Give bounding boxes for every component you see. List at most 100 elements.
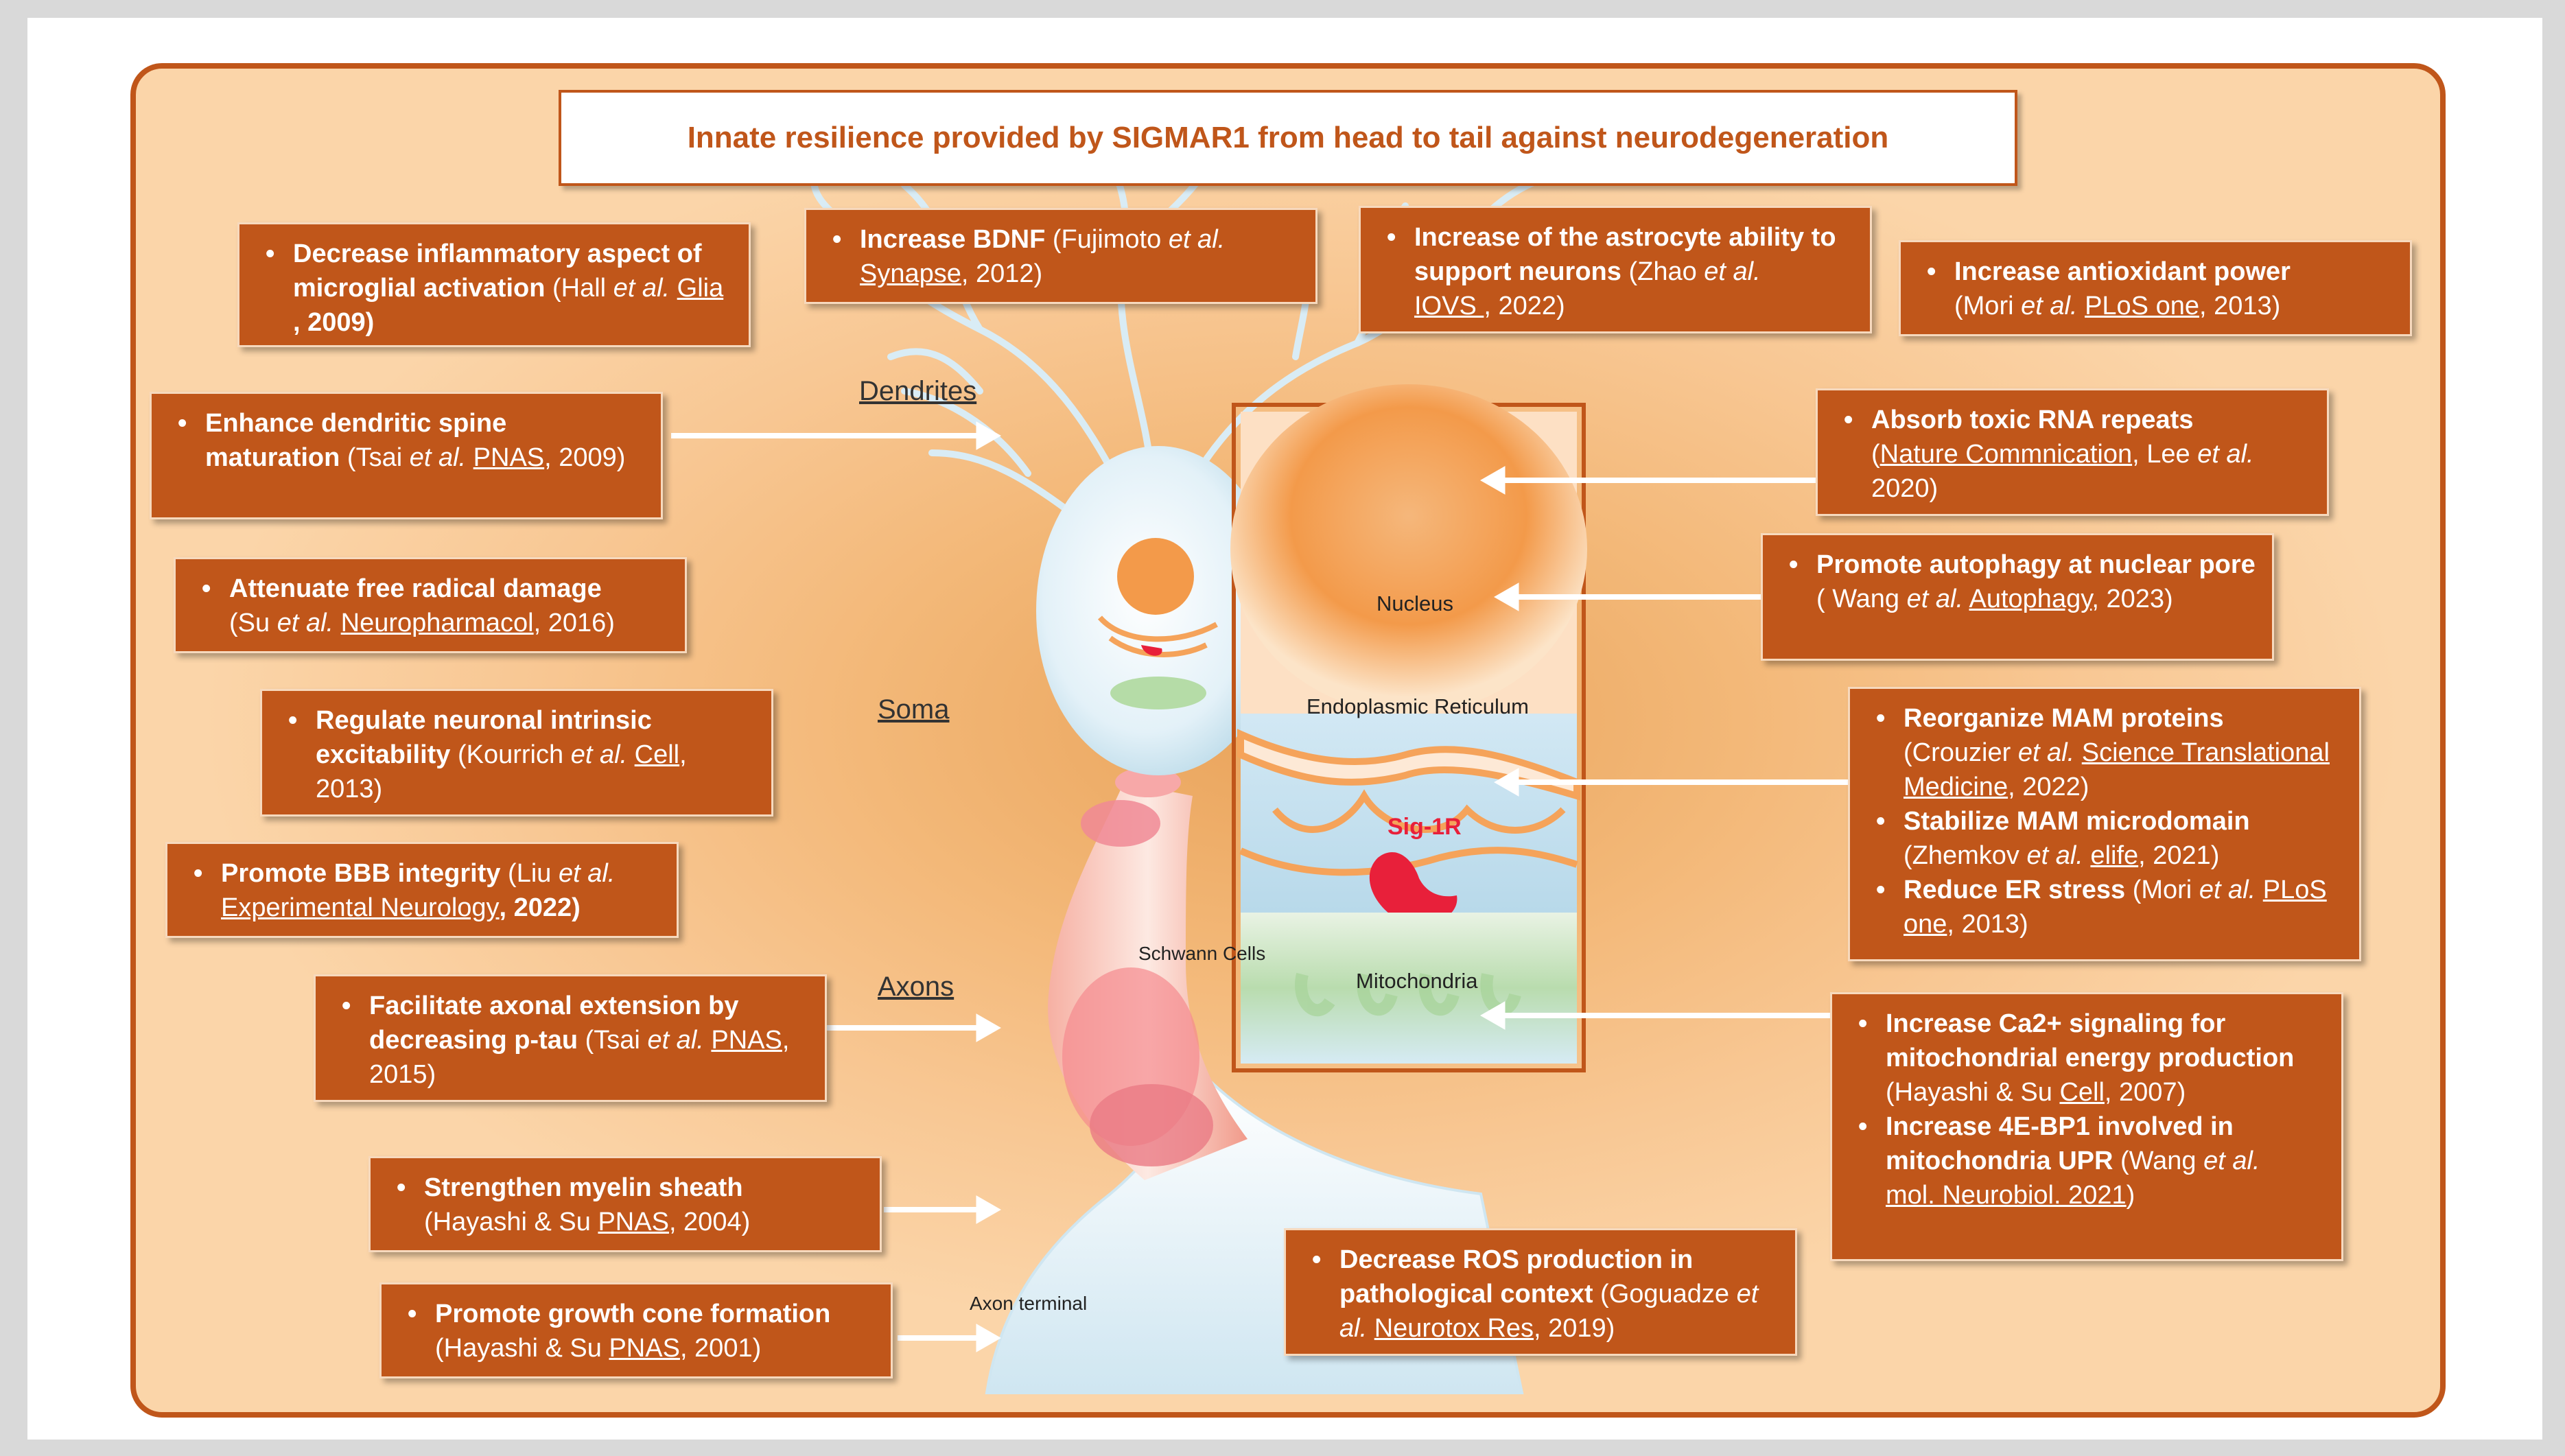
citation-etal: et al. <box>558 859 616 888</box>
citation-author: (Zhao <box>1621 257 1705 286</box>
label-sig1r: Sig-1R <box>1387 814 1462 840</box>
citation-author: (Hayashi & Su <box>435 1334 609 1363</box>
citation-author: (Fujimoto <box>1045 225 1169 254</box>
soma-mitochondrion <box>1110 677 1206 709</box>
citation-year: , 2009) <box>544 443 626 472</box>
citation-year: , 2001) <box>679 1334 762 1363</box>
citation-author: , Lee <box>2132 440 2198 469</box>
citation-year: , 2012) <box>961 259 1043 288</box>
citation-journal: Experimental Neurology <box>221 893 500 922</box>
finding-text: Promote BBB integrity <box>221 859 501 888</box>
finding-text: Promote growth cone formation <box>435 1300 831 1328</box>
finding-text: Increase 4E-BP1 involved in mitochondria… <box>1886 1112 2234 1175</box>
finding-box-mam-er: Reorganize MAM proteins(Crouzier et al. … <box>1848 687 2361 961</box>
title-box: Innate resilience provided by SIGMAR1 fr… <box>559 90 2017 186</box>
label-mitochondria: Mitochondria <box>1356 969 1478 993</box>
citation-author: (Hayashi & Su <box>424 1208 598 1236</box>
finding-box-ros: Decrease ROS production in pathological … <box>1284 1228 1797 1356</box>
label-axons: Axons <box>878 972 954 1002</box>
citation-etal: et al. <box>2203 1147 2260 1175</box>
citation-journal: PLoS one <box>1904 876 2327 939</box>
citation-etal: et al. <box>570 740 628 769</box>
citation-etal: et al. <box>2021 292 2078 320</box>
finding-box-rna-repeats: Absorb toxic RNA repeats (Nature Commnica… <box>1816 388 2329 516</box>
citation-journal: Cell <box>634 740 680 769</box>
finding-box-free-radical: Attenuate free radical damage(Su et al. … <box>174 557 687 653</box>
finding-box-astrocyte: Increase of the astrocyte ability to sup… <box>1359 206 1872 333</box>
finding-text: Attenuate free radical damage <box>229 574 602 603</box>
citation-etal: et al. <box>2026 841 2083 870</box>
citation-etal: et al. <box>1339 1280 1759 1343</box>
citation-author: (Goguadze <box>1593 1280 1737 1308</box>
citation-author: (Tsai <box>340 443 410 472</box>
schwann-cell-3 <box>1090 1084 1213 1166</box>
citation-year: , 2009) <box>293 308 375 337</box>
citation-author: (Su <box>229 609 277 637</box>
citation-author: (Zhemkov <box>1904 841 2027 870</box>
finding-text: Stabilize MAM microdomain <box>1904 807 2250 836</box>
citation-journal: PNAS <box>609 1334 680 1363</box>
citation-year: 2020) <box>1871 474 1939 503</box>
citation-journal: PNAS <box>598 1208 669 1236</box>
citation-author: ( Wang <box>1816 585 1907 613</box>
finding-text: Reorganize MAM proteins <box>1904 704 2224 733</box>
finding-text: Increase of the astrocyte ability to sup… <box>1414 223 1836 286</box>
finding-box-excitability: Regulate neuronal intrinsic excitability… <box>260 689 773 817</box>
citation-year: , 2019) <box>1534 1314 1615 1343</box>
finding-box-myelin: Strengthen myelin sheath(Hayashi & Su PN… <box>368 1156 882 1252</box>
citation-year: , 2016) <box>533 609 615 637</box>
citation-author: (Wang <box>2113 1147 2204 1175</box>
label-axon-terminal: Axon terminal <box>970 1293 1088 1314</box>
citation-year: , 2023) <box>2092 585 2173 613</box>
citation-author: (Mori <box>1954 292 2022 320</box>
right-arrows <box>1479 466 1865 1030</box>
label-schwann: Schwann Cells <box>1138 943 1266 964</box>
citation-journal: Nature Commnication <box>1879 440 2133 469</box>
finding-text: Facilitate axonal extension by decreasin… <box>369 991 739 1055</box>
citation-year: , 2013) <box>2199 292 2281 320</box>
citation-year: ) <box>2126 1181 2135 1210</box>
citation-year: , 2007) <box>2104 1078 2186 1107</box>
citation-author: (Liu <box>500 859 559 888</box>
schwann-cell-1 <box>1081 800 1160 847</box>
finding-text: Decrease ROS production in pathological … <box>1339 1245 1694 1308</box>
finding-box-autophagy: Promote autophagy at nuclear pore ( Wang… <box>1761 533 2274 661</box>
citation-open: ( <box>1871 440 1880 469</box>
citation-journal: mol. Neurobiol. 2021 <box>1886 1181 2127 1210</box>
citation-author: (Tsai <box>578 1026 648 1055</box>
citation-etal: et al. <box>647 1026 704 1055</box>
citation-author: (Mori <box>2125 876 2199 904</box>
finding-box-axonal-extension: Facilitate axonal extension by decreasin… <box>314 974 827 1102</box>
citation-year: , 2015) <box>369 1026 790 1089</box>
label-er: Endoplasmic Reticulum <box>1307 694 1529 718</box>
citation-year: , 2022) <box>1484 292 1565 320</box>
citation-etal: et al. <box>277 609 334 637</box>
label-dendrites: Dendrites <box>859 376 977 406</box>
finding-text: Absorb toxic RNA repeats <box>1871 406 2194 434</box>
citation-journal: Cell <box>2059 1078 2105 1107</box>
citation-etal: et al. <box>2017 738 2075 767</box>
neuron-illustration <box>671 120 1865 1394</box>
citation-year: , 2013) <box>316 740 687 803</box>
citation-author: (Hall <box>545 274 613 303</box>
citation-journal: PNAS <box>711 1026 782 1055</box>
nucleus-shape <box>1230 384 1587 714</box>
citation-year: , 2022) <box>499 893 581 922</box>
finding-box-growth-cone: Promote growth cone formation (Hayashi & … <box>379 1282 893 1378</box>
page-title: Innate resilience provided by SIGMAR1 fr… <box>687 121 1889 154</box>
label-nucleus: Nucleus <box>1377 591 1453 615</box>
finding-box-mitochondria: Increase Ca2+ signaling for mitochondria… <box>1830 992 2343 1261</box>
finding-box-microglia: Decrease inflammatory aspect of microgli… <box>237 222 751 347</box>
citation-journal: Science Translational Medicine <box>1904 738 2330 801</box>
citation-etal: et al. <box>409 443 467 472</box>
citation-author: (Hayashi & Su <box>1886 1078 2060 1107</box>
citation-journal: Neuropharmacol <box>340 609 534 637</box>
finding-text: Increase Ca2+ signaling for mitochondria… <box>1886 1009 2295 1072</box>
citation-year: , 2022) <box>2008 773 2089 801</box>
citation-author: (Kourrich <box>450 740 571 769</box>
citation-journal: Synapse <box>860 259 961 288</box>
sig1r-shape <box>1369 852 1457 925</box>
citation-etal: et al. <box>613 274 670 303</box>
soma-sig1r <box>1141 645 1162 656</box>
finding-box-bbb: Promote BBB integrity (Liu et al. Experi… <box>165 842 679 938</box>
